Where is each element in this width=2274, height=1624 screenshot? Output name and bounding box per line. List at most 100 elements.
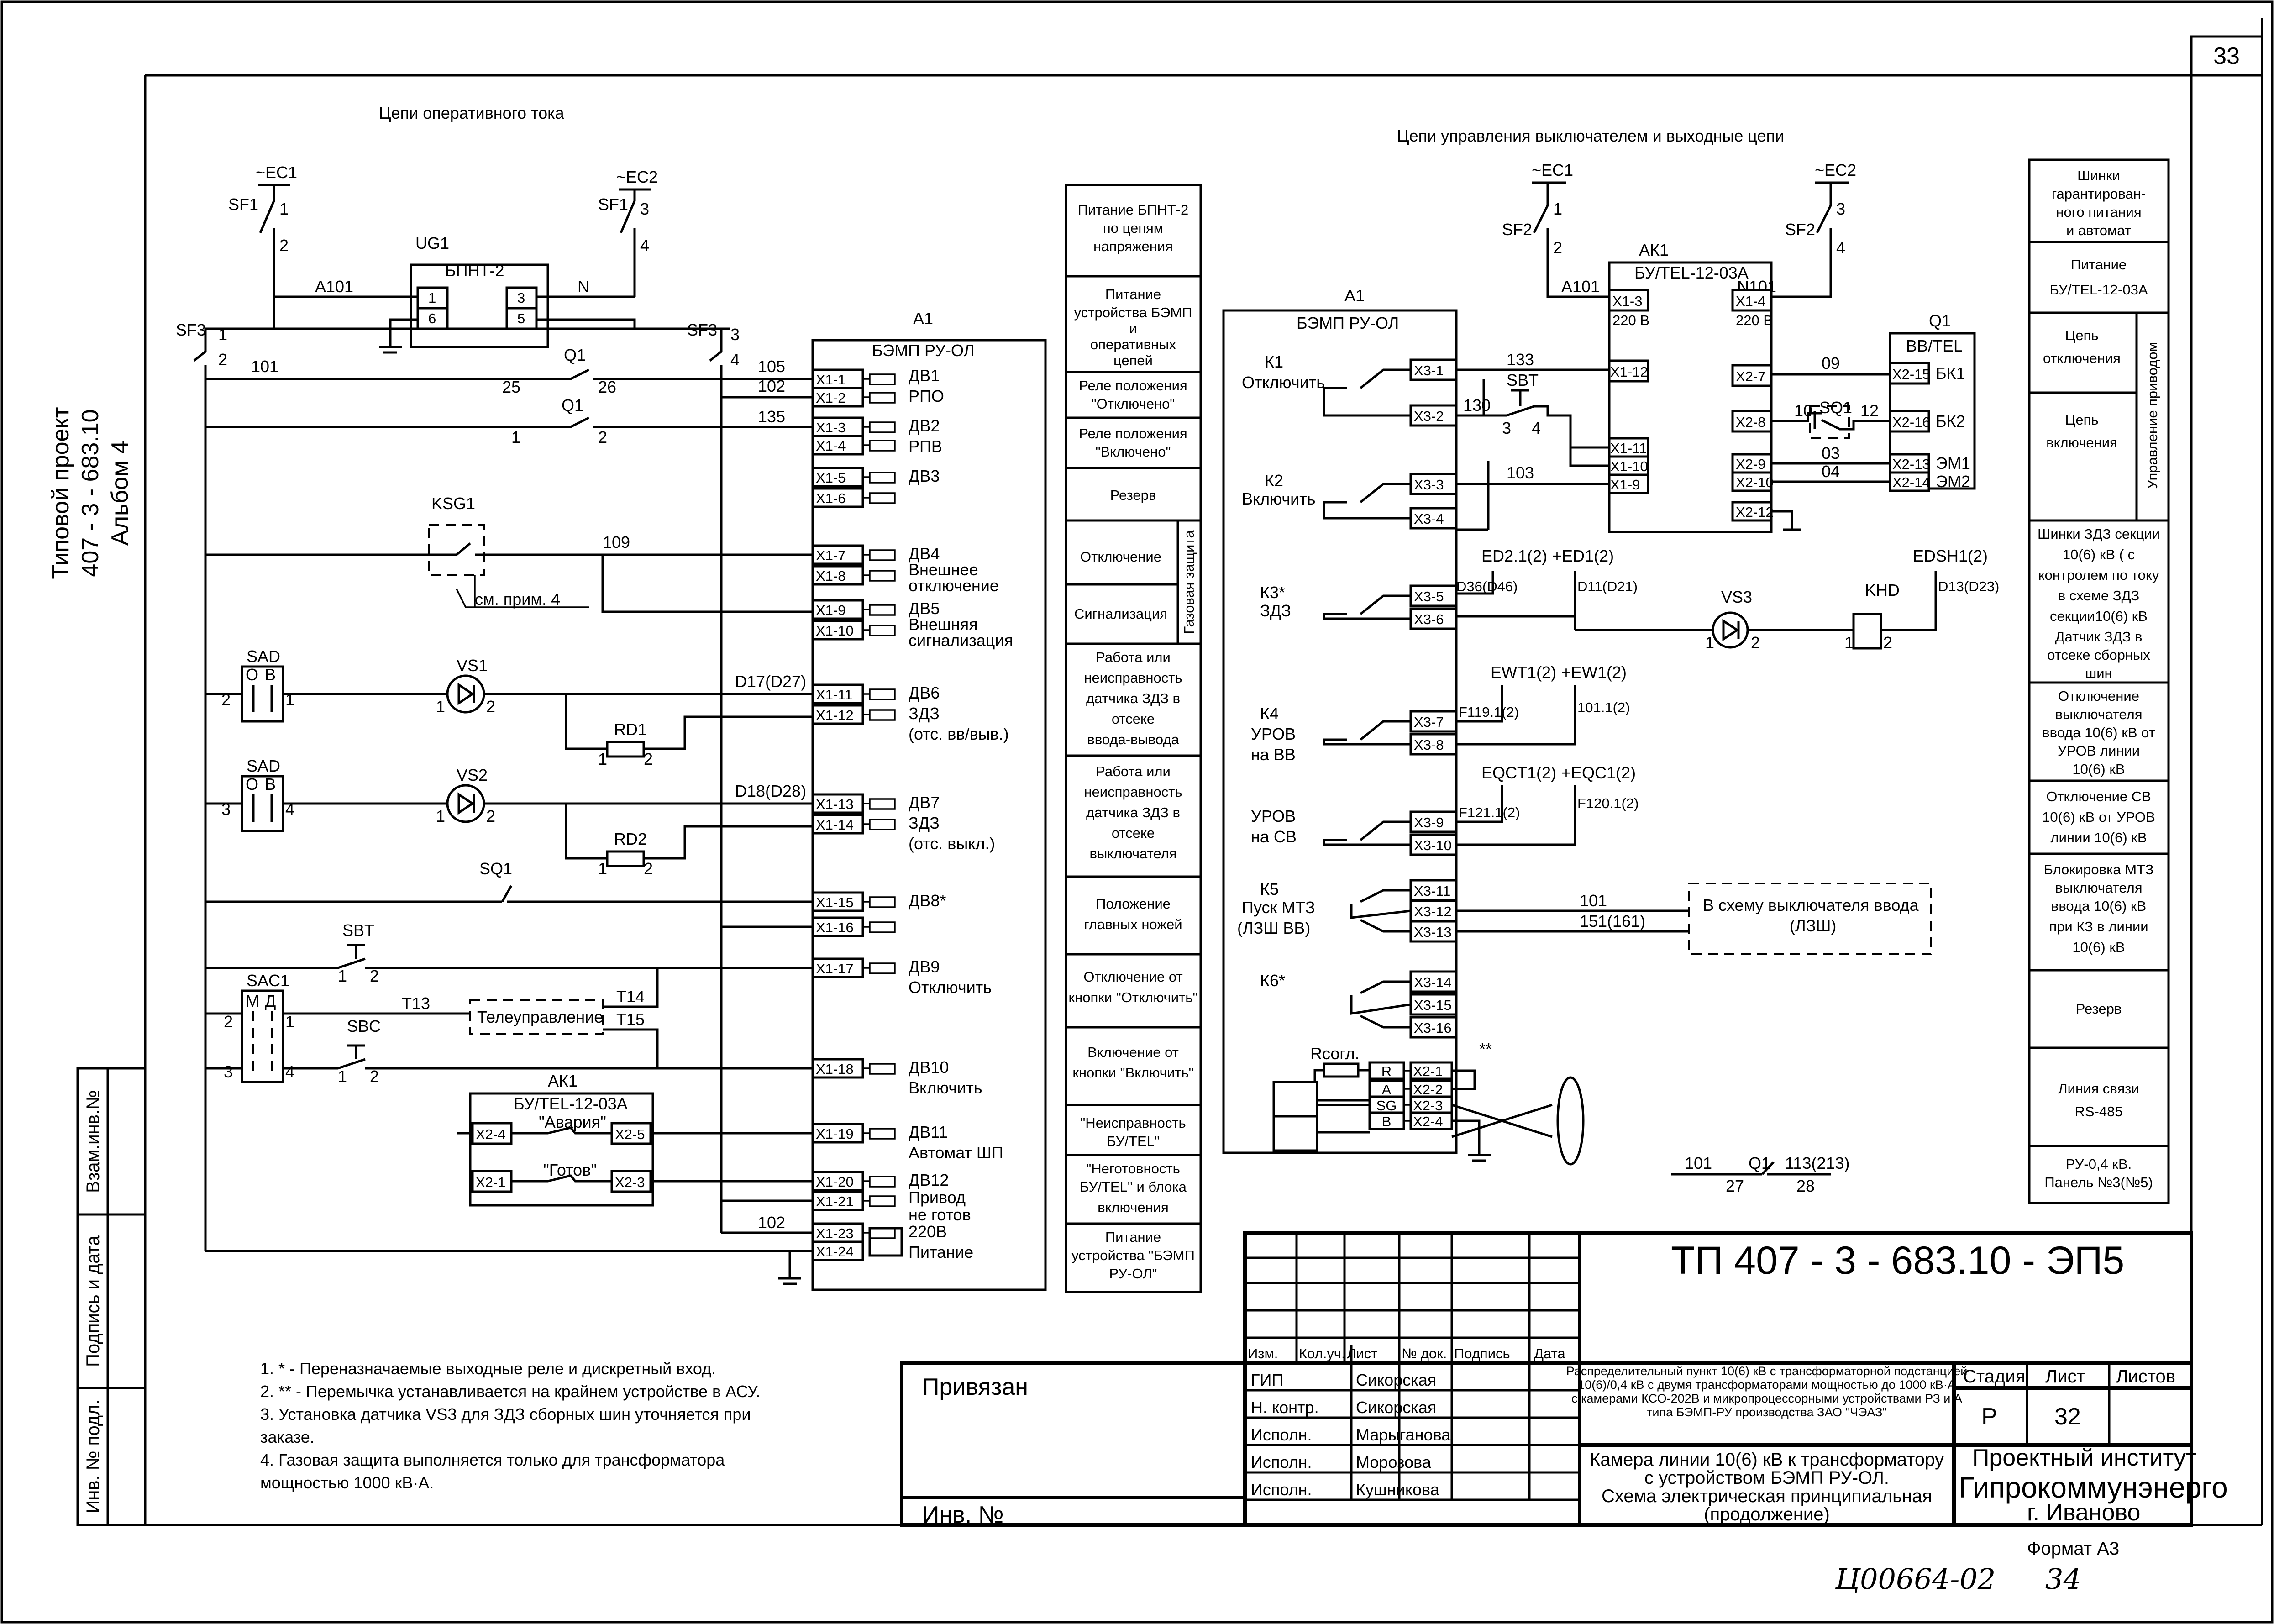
ak1-x2-12: X2-12 [1736,504,1774,520]
a1-input-label: отключение [909,576,999,595]
input-coil [869,570,896,582]
a1-input-label: Отключить [909,978,992,997]
mid-table-text: "Неготовность [1086,1161,1180,1177]
x1-terminal-X1-1: X1-1 [816,372,846,388]
right-table-text: в схеме ЗДЗ [2058,588,2140,604]
x1-terminal-box [811,1123,864,1144]
sf3-left: SF3 [176,321,206,339]
tb-name: Кушникова [1356,1480,1440,1499]
input-coil [869,549,896,561]
right-table-text: УРОВ линии [2058,743,2140,759]
mid-table-text: БУ/TEL" [1107,1133,1160,1149]
mid-table-text: "Неисправность [1080,1115,1186,1131]
wire-t15: Т15 [616,1010,645,1029]
q1c-113: 113(213) [1785,1154,1849,1172]
x1-terminal-X1-4: X1-4 [816,438,846,454]
relay-label: на ВВ [1251,745,1296,764]
wire-d17: D17(D27) [735,672,806,691]
ext-ed1: +ED1(2) [1552,547,1614,565]
vs3-pin2: 2 [1751,633,1760,652]
x1-terminal-box [811,704,864,725]
relay-label: К5 [1260,880,1279,899]
tb-col-head: Изм. [1248,1345,1278,1361]
institute-2: Гипрокоммунэнерго [1959,1471,2228,1504]
x3-terminal-X3-10: X3-10 [1414,837,1452,853]
sf1-right: SF1 [598,195,628,214]
ak1-220b: 220 В [1736,312,1773,328]
mid-table-text: Резерв [1110,487,1156,503]
margin-stamp [76,1067,147,1526]
relay-label: К4 [1260,704,1279,723]
x1-terminal-box [811,1171,864,1192]
right-circuit: ~ЕС1 ~ЕС2 SF2 1 2 SF2 3 4 А101 N101 АК1 … [1222,161,1999,1195]
sbc-pin2: 2 [370,1067,379,1086]
rd2-label: RD2 [614,830,647,848]
x3-terminal-X3-8: X3-8 [1414,737,1444,753]
sf2-pin4: 4 [1836,238,1845,257]
relay-label: К3* [1260,583,1285,602]
ug1-pin1: 1 [428,290,436,306]
vs1-label: VS1 [457,656,488,675]
mid-table-text: оперативных [1090,336,1176,352]
x1-terminal-X1-23: X1-23 [816,1225,854,1241]
wire-t13: Т13 [402,994,430,1013]
right-table-text: Питание [2071,257,2127,273]
x1-terminal-X1-18: X1-18 [816,1061,854,1077]
sheet-number-box [2190,35,2263,77]
a1-input-label: сигнализация [909,631,1013,650]
sbt-pin1: 1 [338,967,347,985]
rs485-row-1: А [1382,1082,1392,1098]
q1-b: Q1 [562,396,583,415]
sbt-right-pin4: 4 [1532,419,1541,437]
tb-name: Марыганова [1356,1425,1451,1444]
right-table-text: Шинки ЗДЗ секции [2038,526,2160,542]
q1-em2: ЭМ2 [1936,472,1970,491]
vv-scheme-box [1688,883,1932,955]
khd-pin1: 1 [1844,633,1854,652]
mid-table-text: датчика ЗДЗ в [1086,690,1180,706]
input-coil [869,625,896,636]
sac1-m: М [246,992,259,1010]
tb-object-line: с камерами КСО-202В и микропроцессорными… [1571,1392,1962,1405]
rs485-pin-1: X2-2 [1413,1082,1443,1098]
a1-input-label: Внешнее [909,560,978,579]
right-table-text: ввода 10(6) кВ [2051,898,2146,914]
x1-terminal-X1-21: X1-21 [816,1193,854,1209]
mid-table-text: Работа или [1096,763,1171,779]
sf1-left: SF1 [228,195,258,214]
handwritten-code: Ц00664-02 [1835,1562,1996,1596]
input-coil [869,688,896,700]
q1-x2-14: X2-14 [1892,474,1930,490]
sac1-label: SAC1 [247,971,289,990]
wire-102-bottom: 102 [758,1213,785,1232]
wire-102: 102 [758,377,785,395]
ksg1-note: см. прим. 4 [475,590,560,609]
sheet: 32 [2054,1403,2081,1430]
wire-133: 133 [1507,350,1534,369]
source-ec2-right: ~ЕС2 [1815,161,1856,179]
right-table-text: 10(6) кВ ( с [2063,547,2135,562]
mid-table-text: кнопки "Включить" [1072,1065,1193,1081]
tb-col-head: Лист [1347,1345,1377,1361]
rs485-row-2: SG [1376,1098,1397,1114]
sf2-right: SF2 [1785,220,1815,239]
right-table-text: отсеке сборных [2047,647,2150,663]
ak1-left-label: АК1 [548,1072,578,1090]
ak1-right-label: АК1 [1639,241,1669,259]
sf1-pin3: 3 [640,200,649,218]
x3-terminal-box [1409,993,1458,1016]
rd2-pin2: 2 [644,859,653,878]
x1-terminal-X1-16: X1-16 [816,920,854,936]
privyazan: Привязан [922,1374,1028,1400]
right-table-text: контролем по току [2038,567,2159,583]
source-ec1: ~ЕС1 [256,163,297,182]
mid-table-text: Питание [1105,286,1161,302]
rs485-r: Rсогл. [1310,1044,1360,1063]
x1-terminal-X1-10: X1-10 [816,623,854,639]
x1-terminal-X1-5: X1-5 [816,470,846,486]
input-coil [869,1128,896,1140]
note-4: 4. Газовая защита выполняется только для… [260,1451,725,1469]
tb-name: Сикорская [1356,1371,1436,1389]
wire-130: 130 [1463,396,1491,415]
a1-left-name: БЭМП РУ-ОЛ [872,341,974,360]
